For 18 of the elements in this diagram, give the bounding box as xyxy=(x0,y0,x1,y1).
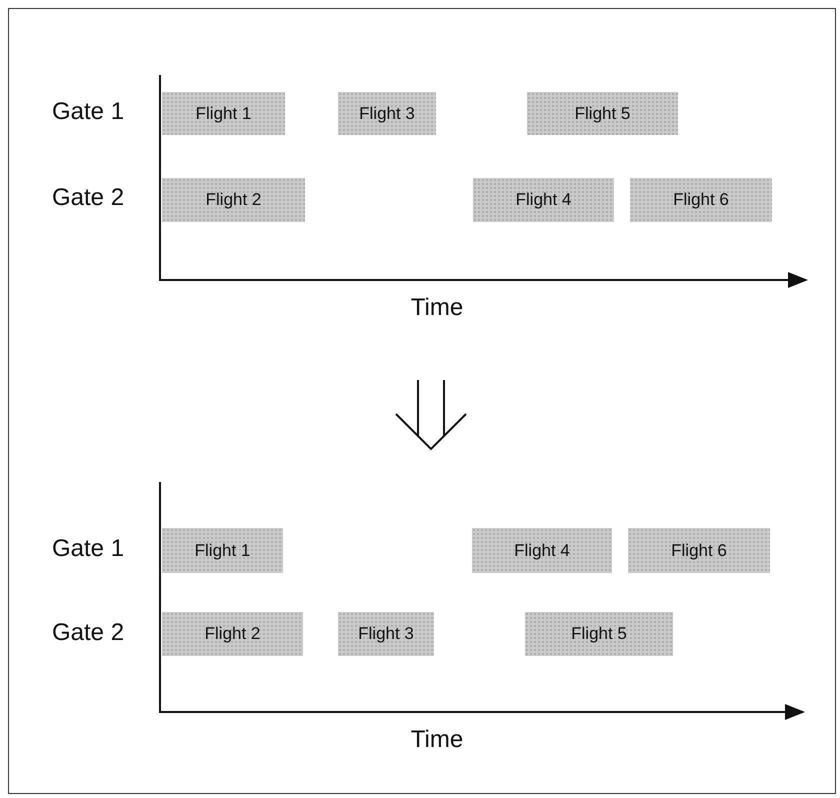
axis-label: Time xyxy=(410,726,464,754)
flight-bar: Flight 4 xyxy=(473,178,614,222)
flight-bar: Flight 2 xyxy=(162,612,303,656)
gate-label: Gate 2 xyxy=(52,184,124,212)
flight-bar: Flight 2 xyxy=(162,178,305,222)
flight-bar: Flight 1 xyxy=(162,528,283,573)
flight-bar: Flight 6 xyxy=(628,528,770,573)
flight-bar: Flight 3 xyxy=(338,92,436,135)
axis-label: Time xyxy=(410,294,464,322)
flight-bar: Flight 6 xyxy=(630,178,772,222)
flight-bar: Flight 5 xyxy=(525,612,673,656)
gate-label: Gate 1 xyxy=(52,98,124,126)
gate-label: Gate 2 xyxy=(52,619,124,647)
flight-bar: Flight 3 xyxy=(338,612,434,656)
gate-label: Gate 1 xyxy=(52,535,124,563)
flight-bar: Flight 5 xyxy=(527,92,678,135)
flight-bar: Flight 4 xyxy=(472,528,612,573)
flight-bar: Flight 1 xyxy=(162,92,285,135)
